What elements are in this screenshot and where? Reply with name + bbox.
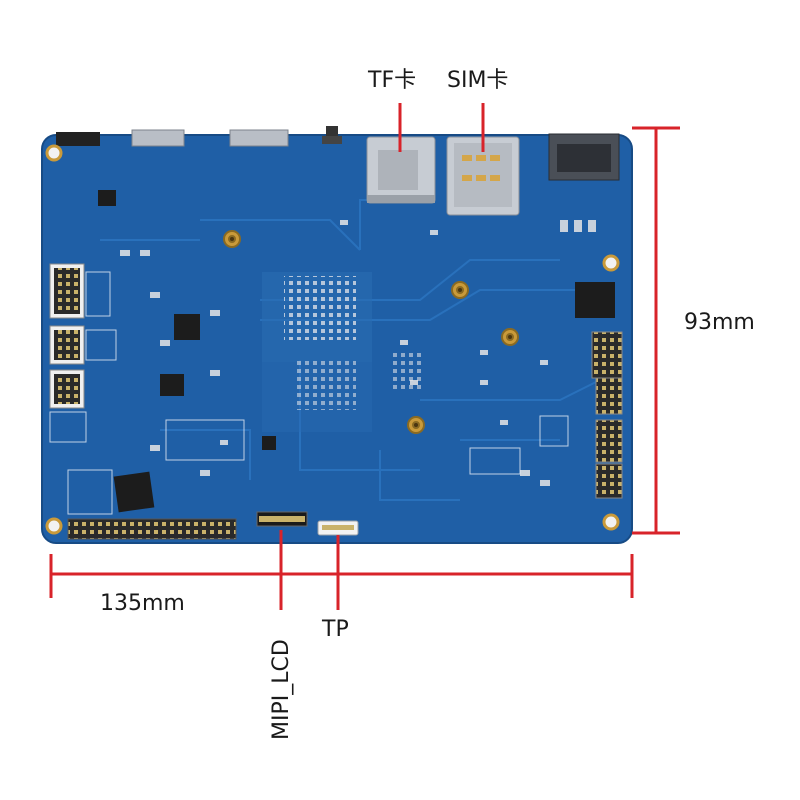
- height-dimension-label: 93mm: [684, 310, 755, 335]
- sim-card-slot: [446, 136, 520, 216]
- power-jack: [56, 132, 100, 146]
- hdmi-connector-2: [229, 129, 289, 147]
- right-headers: [591, 331, 623, 499]
- tp-connector: [317, 520, 359, 536]
- mipi-lcd-label: MIPI_LCD: [269, 639, 294, 740]
- soc-pad-area: [284, 276, 422, 410]
- dimension-lines: [49, 126, 680, 598]
- rj45-connector: [548, 133, 620, 181]
- left-headers: [49, 263, 85, 409]
- width-dimension-label: 135mm: [100, 591, 185, 616]
- mipi-lcd-connector: [256, 511, 308, 527]
- hdmi-connector-1: [131, 129, 185, 147]
- tf-card-slot: [366, 136, 436, 204]
- tp-label: TP: [322, 617, 349, 642]
- audio-jack: [322, 126, 342, 144]
- leader-lines: [279, 103, 485, 610]
- sim-card-label: SIM卡: [447, 68, 509, 93]
- gpio-40pin-header: [67, 518, 237, 540]
- gold-standoffs: [223, 230, 519, 434]
- smd-components: [120, 220, 596, 486]
- tf-card-label: TF卡: [368, 68, 417, 93]
- ic-chips: [98, 190, 615, 513]
- mounting-holes: [45, 144, 620, 535]
- silkscreen-blocks: [49, 271, 569, 515]
